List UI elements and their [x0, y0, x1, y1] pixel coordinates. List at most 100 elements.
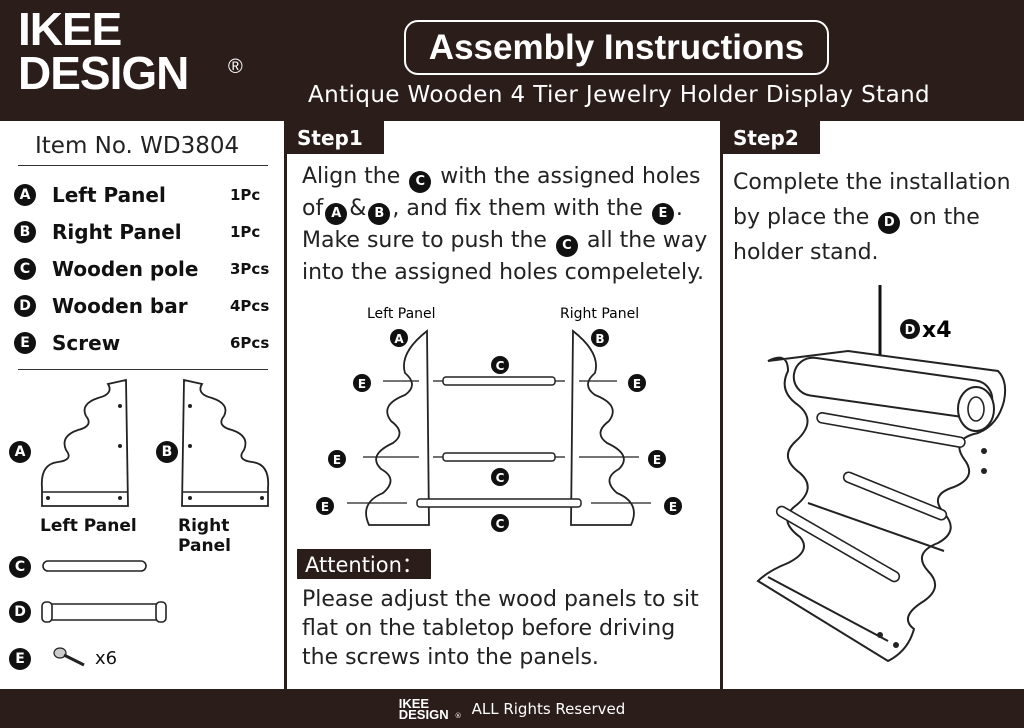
step2-tab: Step2: [723, 121, 820, 154]
footer-reg: ®: [454, 712, 462, 720]
copyright-text: ALL Rights Reserved: [471, 700, 626, 718]
svg-text:C: C: [496, 471, 505, 485]
page-title: Assembly Instructions: [404, 20, 829, 75]
svg-text:E: E: [358, 377, 366, 391]
svg-text:A: A: [394, 332, 404, 346]
letter-d-badge: D: [9, 601, 31, 623]
part-name: Left Panel: [52, 182, 166, 207]
letter-a-badge: A: [325, 203, 348, 225]
svg-text:E: E: [633, 377, 641, 391]
divider: [18, 165, 268, 166]
letter-c-badge: C: [555, 235, 578, 257]
parts-panel: Item No. WD3804 A Left Panel 1Pc B Right…: [0, 121, 284, 689]
step1-tab: Step1: [287, 121, 384, 154]
s1-text: .: [675, 196, 683, 221]
step2-instructions: Complete the installation by place the D…: [733, 165, 1023, 270]
s1-text: of: [302, 196, 324, 221]
screw-icon: [53, 647, 85, 667]
letter-b-badge: B: [368, 203, 391, 225]
diagram-left-label: Left Panel: [367, 306, 436, 322]
pole-bottom: [416, 498, 582, 508]
s1-text: Align the: [302, 164, 401, 189]
s1-text: into the assigned holes compeletely.: [302, 260, 704, 285]
svg-text:E: E: [653, 453, 661, 467]
part-name: Right Panel: [52, 219, 182, 244]
part-name: Wooden pole: [52, 256, 199, 281]
page-subtitle: Antique Wooden 4 Tier Jewelry Holder Dis…: [308, 82, 931, 108]
bar-count: x4: [922, 318, 952, 343]
screw-count: x6: [95, 648, 118, 669]
letter-a-badge: A: [9, 441, 31, 463]
letter-c-badge: C: [409, 171, 432, 193]
part-row: E Screw 6Pcs: [14, 324, 272, 361]
s2-text: Complete the installation by place the: [733, 170, 1011, 230]
divider: [18, 369, 268, 370]
part-qty: 1Pc: [230, 222, 261, 241]
letter-d-badge: [900, 319, 920, 339]
footer-brand-line1: IKEE: [398, 695, 430, 711]
right-panel-illustration: [181, 378, 270, 507]
step1-diagram: Left Panel Right Panel A B E E E E E E C…: [316, 306, 682, 532]
s1-text: all the way: [586, 228, 708, 253]
part-row: A Left Panel 1Pc: [14, 176, 272, 213]
brand-logo: IKEE DESIGN ®: [18, 3, 243, 99]
part-qty: 1Pc: [230, 185, 261, 204]
diagram-right-label: Right Panel: [560, 306, 639, 322]
letter-d-badge: D: [14, 294, 36, 317]
footer-brand: IKEE DESIGN: [398, 695, 449, 722]
letter-b-badge: [591, 329, 609, 347]
right-panel-caption: Right Panel: [178, 516, 231, 556]
right-panel-shape: [570, 329, 635, 526]
part-qty: 6Pcs: [230, 333, 270, 352]
pole-middle: [442, 452, 556, 462]
left-panel-caption: Left Panel: [40, 516, 137, 536]
letter-e-badge: E: [14, 331, 36, 354]
s2-text: on the holder stand.: [733, 205, 980, 265]
letter-a-badge: [390, 329, 408, 347]
svg-text:E: E: [321, 500, 329, 514]
svg-text:C: C: [496, 517, 505, 531]
wooden-pole-illustration: [42, 560, 147, 572]
wooden-bar-illustration: [41, 601, 167, 623]
s1-text: Make sure to push the: [302, 228, 547, 253]
left-panel-illustration: [40, 378, 129, 507]
svg-text:E: E: [669, 500, 677, 514]
brand-line2: DESIGN: [18, 46, 189, 99]
svg-text:B: B: [595, 332, 604, 346]
svg-text:D: D: [905, 323, 916, 338]
part-name: Wooden bar: [52, 293, 188, 318]
footer: IKEE DESIGN ® ALL Rights Reserved: [0, 690, 1024, 728]
s1-text: with the assigned holes: [440, 164, 701, 189]
part-row: D Wooden bar 4Pcs: [14, 287, 272, 324]
part-qty: 4Pcs: [230, 296, 270, 315]
attention-tab: Attention：: [297, 549, 431, 579]
letter-e-badge: E: [651, 203, 674, 225]
header: IKEE DESIGN ® Assembly Instructions Anti…: [0, 0, 1024, 120]
attention-text: Please adjust the wood panels to sit fla…: [302, 587, 699, 670]
letter-b-badge: B: [156, 441, 178, 463]
brand-line1: IKEE: [18, 3, 122, 55]
left-panel-shape: [365, 329, 430, 526]
s1-text: &: [349, 196, 367, 221]
part-row: B Right Panel 1Pc: [14, 213, 272, 250]
part-qty: 3Pcs: [230, 259, 270, 278]
svg-text:C: C: [496, 359, 505, 373]
item-number: Item No. WD3804: [35, 133, 240, 159]
svg-text:E: E: [333, 453, 341, 467]
brand-reg: ®: [228, 56, 243, 78]
letter-d-badge: D: [878, 211, 901, 234]
footer-brand-line2: DESIGN: [398, 707, 449, 722]
letter-c-badge: C: [14, 257, 36, 280]
pole-top: [442, 376, 556, 386]
step2-diagram: D x4: [756, 285, 1007, 663]
letter-a-badge: A: [14, 183, 36, 206]
letter-b-badge: B: [14, 220, 36, 243]
part-row: C Wooden pole 3Pcs: [14, 250, 272, 287]
letter-e-badge: E: [9, 648, 31, 670]
parts-list: A Left Panel 1Pc B Right Panel 1Pc C Woo…: [14, 176, 272, 361]
s1-text: , and fix them with the: [392, 196, 643, 221]
step2-panel: Step2 Complete the installation by place…: [723, 121, 1024, 689]
letter-c-badge: C: [9, 556, 31, 578]
part-name: Screw: [52, 330, 121, 355]
